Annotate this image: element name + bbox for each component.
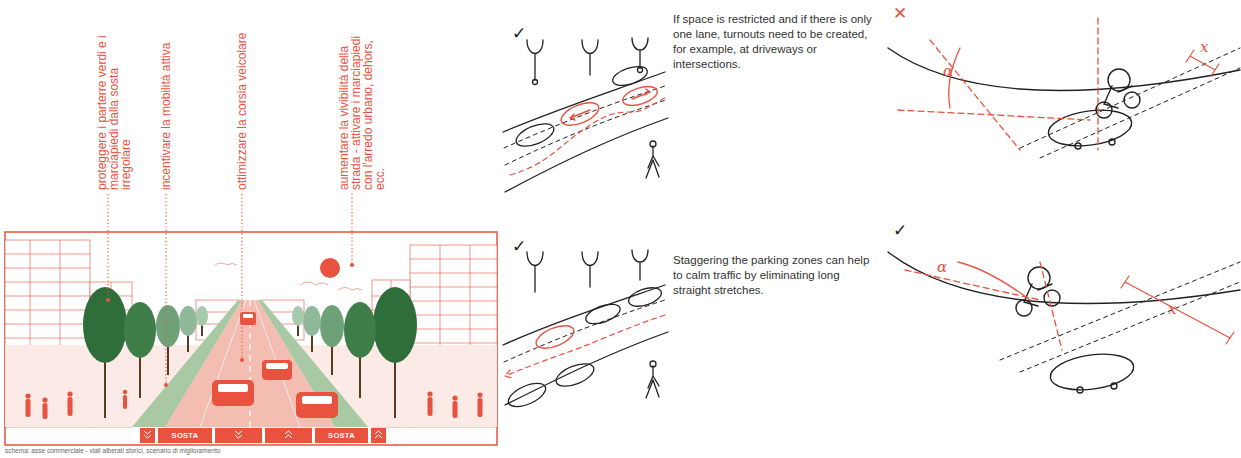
caption: schema: asse commerciale - viali alberat…: [5, 447, 220, 454]
angle-symbol: α: [943, 62, 953, 80]
band-label: SOSTA: [172, 431, 199, 440]
staggered-parking-sketch: [503, 250, 668, 411]
check-mark: ✓: [512, 25, 526, 42]
band-label: SOSTA: [328, 431, 355, 440]
turnout-sketch: [503, 38, 668, 192]
cross-mark: ✕: [893, 5, 907, 22]
dimension-label: x: [1168, 300, 1176, 318]
curve-sketch-wrong: [888, 18, 1240, 158]
goal-note: ottimizzare la corsia veicolare: [236, 18, 250, 190]
parking-band: SOSTA: [315, 428, 368, 443]
goal-note: aumentare la vivibilità della strada - a…: [338, 18, 390, 190]
goal-note: proteggere i parterre verdi e i marciapi…: [96, 30, 136, 190]
goal-note: incentivare la mobilità attiva: [160, 18, 174, 190]
check-mark: ✓: [512, 238, 526, 255]
dimension-label: x: [1200, 38, 1208, 56]
explanation-text: If space is restricted and if there is o…: [673, 12, 873, 72]
street-illustration: [5, 194, 497, 445]
parking-band: SOSTA: [158, 428, 212, 443]
curve-sketch-right: [888, 252, 1240, 395]
check-mark: ✓: [893, 222, 907, 239]
explanation-text: Staggering the parking zones can help to…: [673, 253, 873, 298]
angle-symbol: α: [937, 258, 947, 276]
